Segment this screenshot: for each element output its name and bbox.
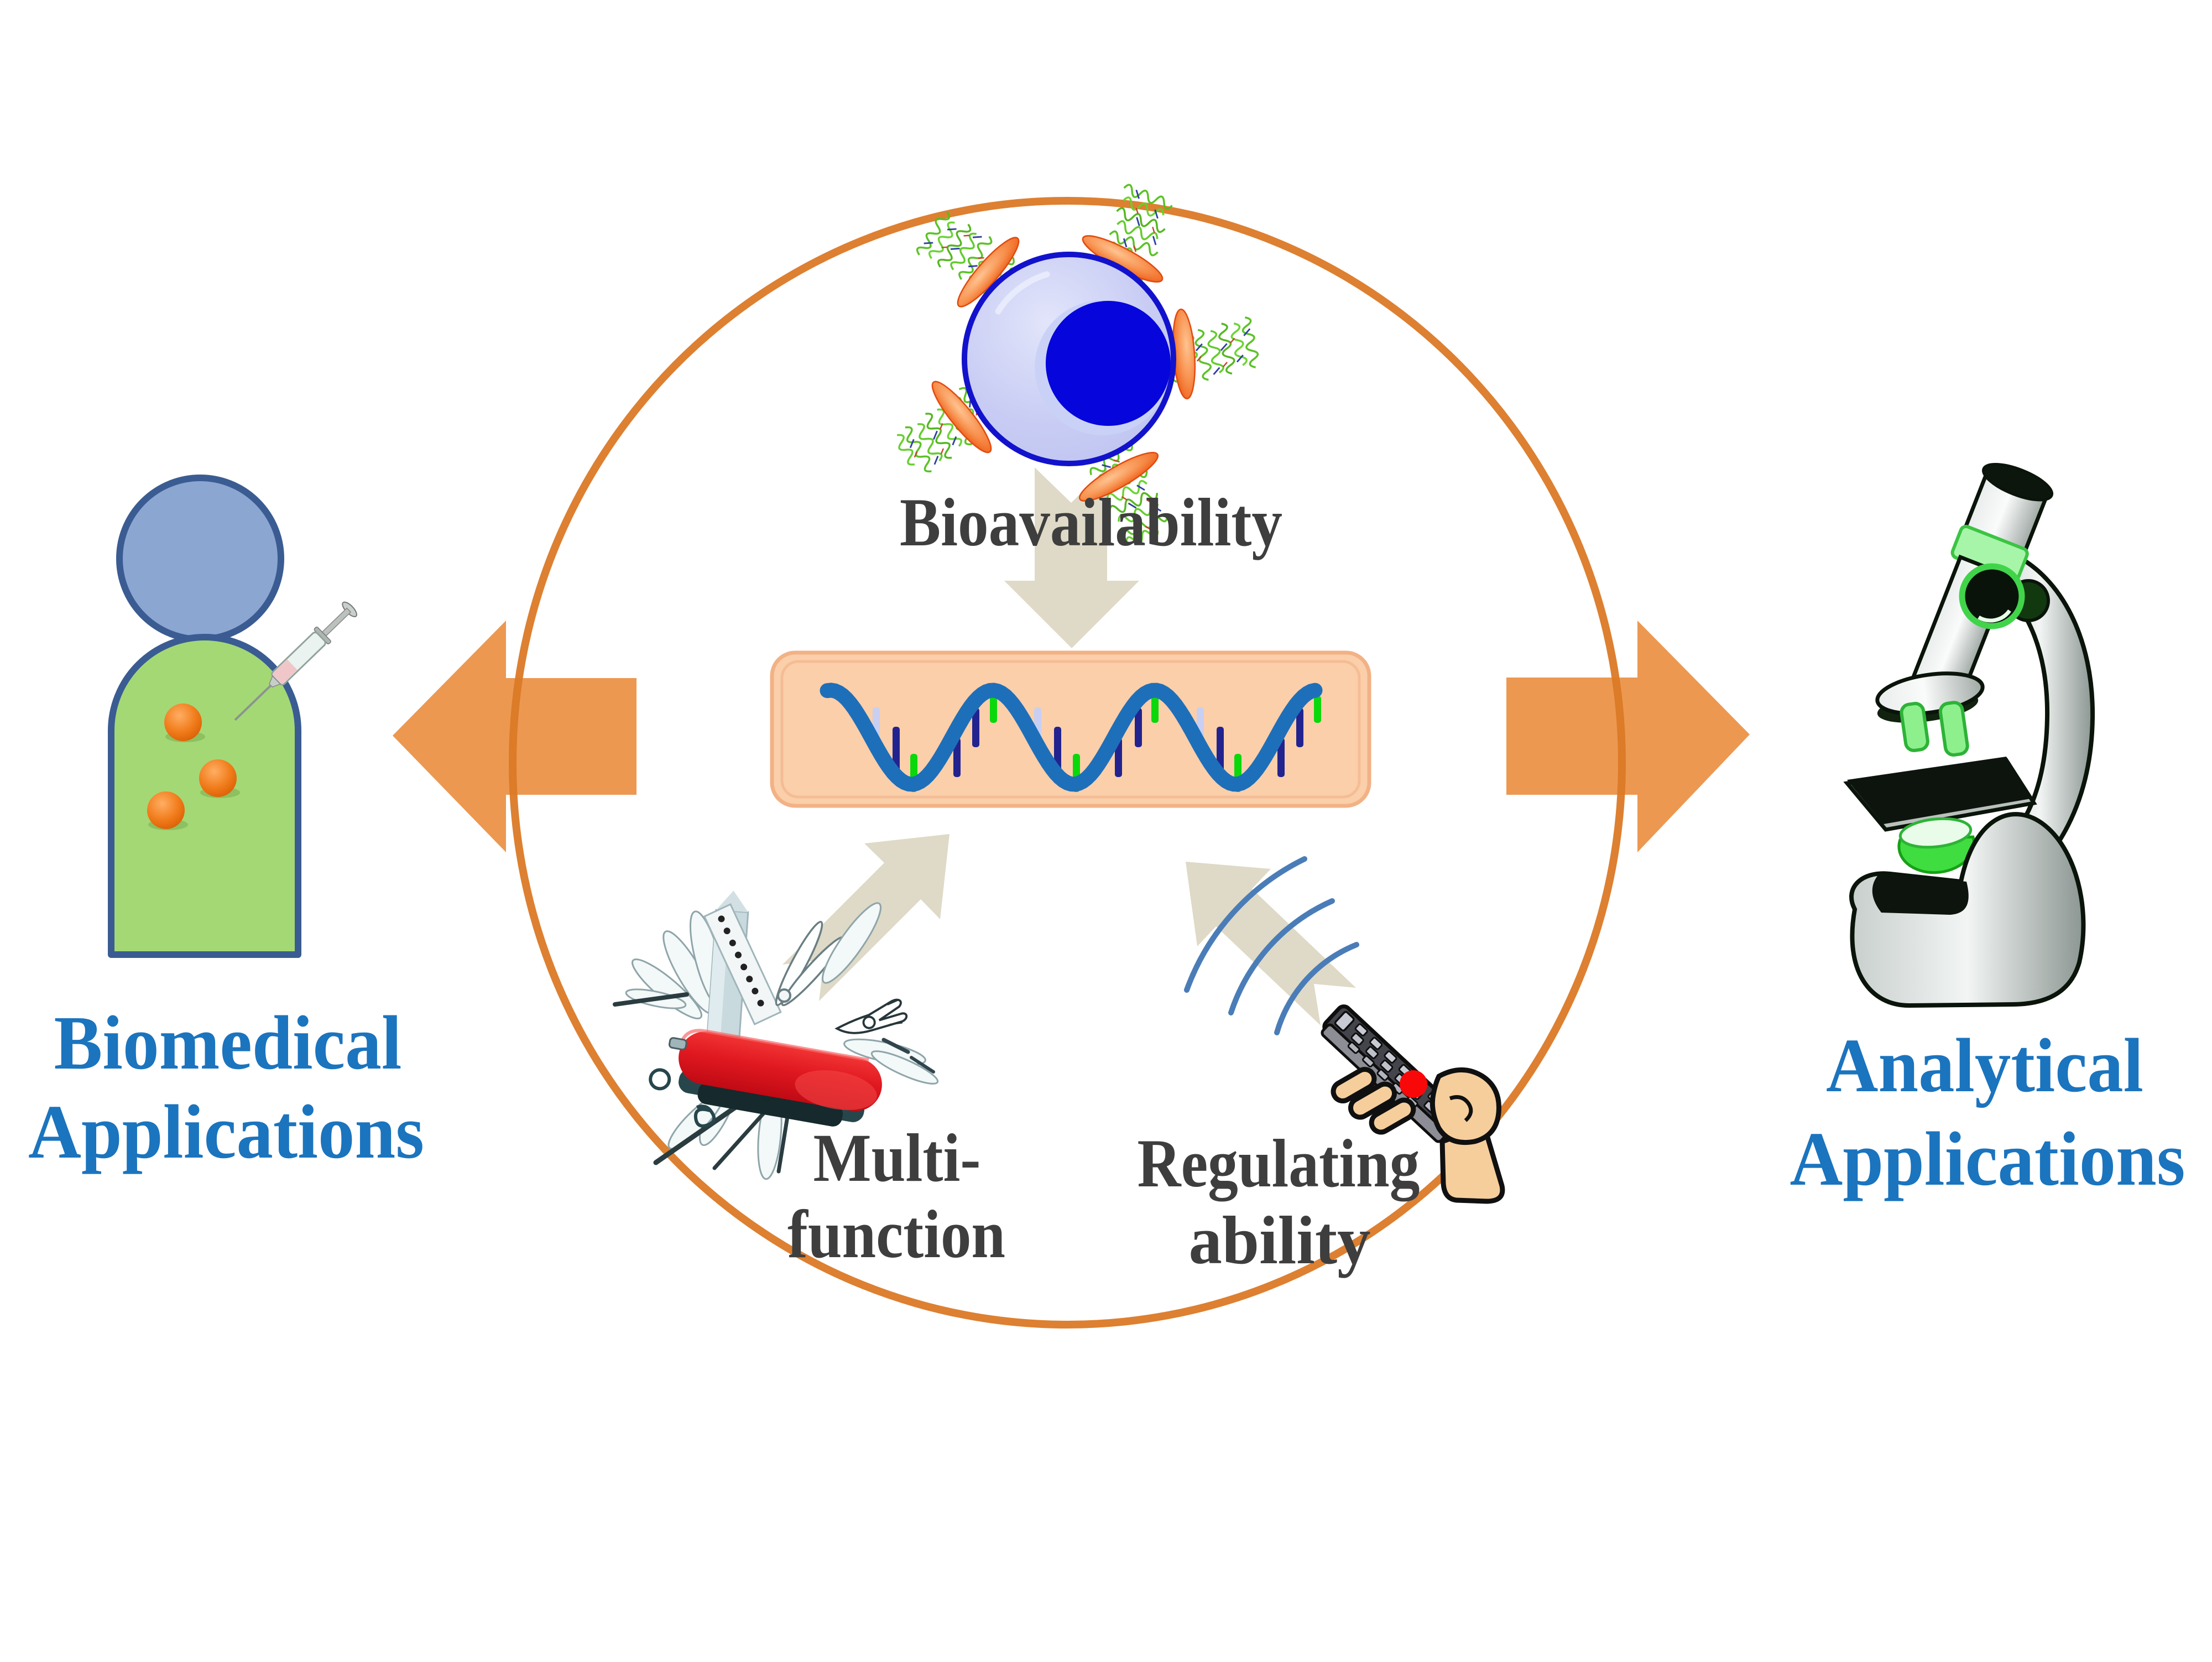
svg-text:Analytical: Analytical — [1826, 1023, 2143, 1108]
svg-text:Biomedical: Biomedical — [54, 1001, 402, 1086]
svg-text:Regulating: Regulating — [1138, 1126, 1420, 1202]
svg-text:function: function — [787, 1196, 1005, 1272]
svg-text:Applications: Applications — [28, 1090, 424, 1175]
svg-text:ability: ability — [1189, 1202, 1371, 1278]
svg-text:Multi-: Multi- — [813, 1120, 981, 1196]
svg-text:Bioavailability: Bioavailability — [900, 484, 1282, 560]
svg-text:Applications: Applications — [1790, 1117, 2185, 1202]
